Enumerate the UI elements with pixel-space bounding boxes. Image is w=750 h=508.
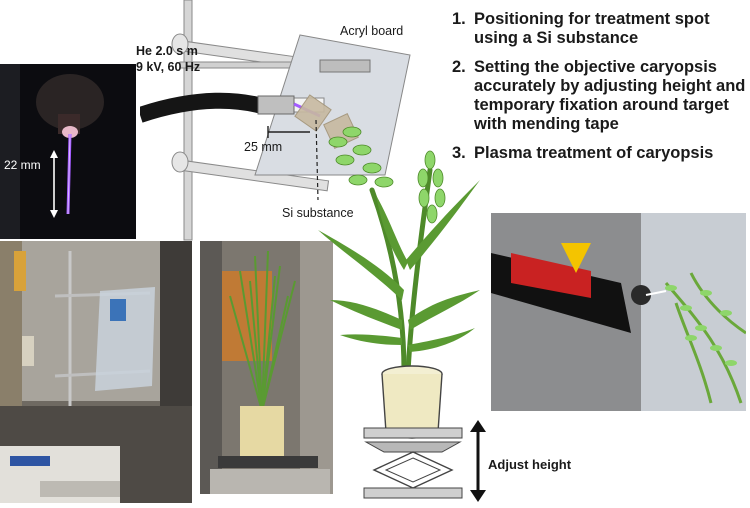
plasma-jet-photo	[0, 64, 136, 239]
apparatus-schematic	[137, 0, 500, 503]
rice-plant-setup-photo	[200, 241, 333, 494]
adjust-height-label: Adjust height	[488, 457, 572, 472]
plasma-length-label: 22 mm	[4, 158, 41, 172]
step-item: 1. Positioning for treatment spot using …	[452, 10, 748, 48]
step-text: Positioning for treatment spot using a S…	[474, 10, 710, 47]
plasma-treatment-photo	[491, 213, 746, 411]
he-flow-label: He 2.0 s m	[136, 44, 198, 58]
setup-stand-photo	[0, 241, 192, 503]
step-text: Setting the objective caryopsis accurate…	[474, 58, 746, 133]
step-text: Plasma treatment of caryopsis	[474, 144, 714, 162]
distance-label: 25 mm	[244, 140, 283, 154]
procedure-steps: 1. Positioning for treatment spot using …	[452, 10, 748, 173]
step-number: 1.	[452, 10, 466, 28]
step-number: 3.	[452, 144, 466, 162]
step-item: 3. Plasma treatment of caryopsis	[452, 144, 748, 163]
acryl-board-label: Acryl board	[340, 24, 404, 38]
si-substance-label: Si substance	[282, 206, 354, 220]
step-item: 2. Setting the objective caryopsis accur…	[452, 58, 748, 134]
voltage-frequency-label: 9 kV, 60 Hz	[136, 60, 201, 74]
step-number: 2.	[452, 58, 466, 76]
